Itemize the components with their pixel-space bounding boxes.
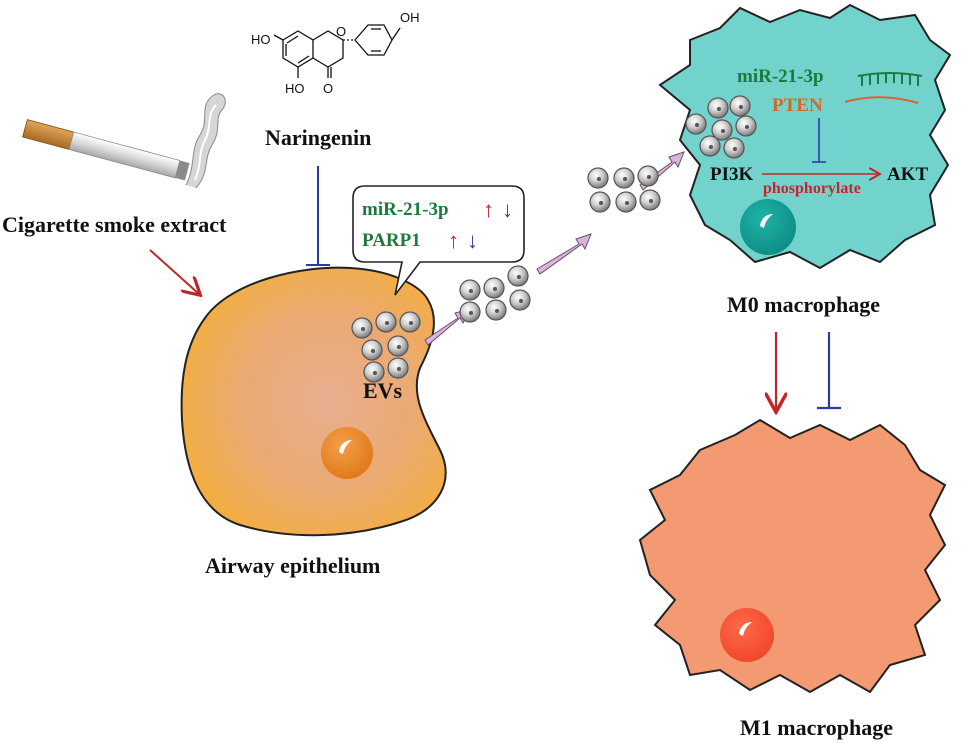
ev-vesicle-core: [647, 175, 651, 179]
ev-vesicle-core: [469, 311, 473, 315]
callout-mir-up-arrow: ↑: [483, 197, 494, 222]
m0-mir-label: miR-21-3p: [737, 66, 824, 87]
naringenin-structure: [273, 24, 401, 78]
label-airway-epithelium: Airway epithelium: [205, 553, 380, 578]
ev-vesicle-core: [745, 125, 749, 129]
chem-keto-o: O: [323, 81, 333, 96]
m1-nucleus-highlight: [739, 622, 752, 636]
ev-vesicle-core: [385, 321, 389, 325]
ev-vesicle-core: [469, 289, 473, 293]
m1-macrophage-cell: [638, 418, 947, 694]
airway-nucleus-highlight: [339, 440, 352, 454]
ev-vesicle-core: [721, 129, 725, 133]
callout-parp: PARP1: [362, 230, 421, 251]
ev-vesicle-core: [599, 201, 603, 205]
ev-vesicle-core: [625, 201, 629, 205]
airway-nucleus: [321, 427, 373, 479]
cigarette-stimulate-arrow: [149, 249, 199, 294]
m0-akt-label: AKT: [887, 164, 929, 185]
airway-epithelium-cell: [180, 266, 447, 537]
chem-ho-bottom: HO: [285, 81, 305, 96]
ev-vesicle-core: [597, 177, 601, 181]
label-evs: EVs: [363, 378, 403, 403]
chem-oh-top: OH: [400, 10, 420, 25]
ev-vesicle-core: [373, 371, 377, 375]
ev-vesicle-core: [519, 299, 523, 303]
transfer-arrow-2: [536, 233, 592, 275]
chem-ring-o: O: [336, 24, 346, 39]
ev-cluster-transit-1: [459, 265, 531, 323]
ev-vesicle-core: [717, 107, 721, 111]
callout-mir-down-arrow: ↓: [502, 197, 513, 222]
m0-pi3k-label: PI3K: [710, 164, 754, 185]
ev-vesicle-core: [733, 147, 737, 151]
m0-pten-label: PTEN: [772, 95, 823, 116]
ev-vesicle-core: [649, 199, 653, 203]
callout-mir: miR-21-3p: [362, 199, 449, 220]
m0-nucleus: [740, 199, 796, 255]
ev-vesicle-core: [493, 287, 497, 291]
m1-nucleus: [720, 608, 774, 662]
label-m1-macrophage: M1 macrophage: [740, 715, 893, 740]
ev-vesicle-core: [371, 349, 375, 353]
mir-comb-icon: [857, 72, 923, 86]
cigarette-icon: [22, 93, 226, 189]
label-cigarette-smoke-extract: Cigarette smoke extract: [2, 212, 227, 237]
ev-cluster-airway: [351, 311, 421, 383]
m0-phosphorylate-label: phosphorylate: [763, 180, 861, 197]
m0-nucleus-highlight: [760, 214, 773, 228]
ev-vesicle-core: [361, 327, 365, 331]
ev-cluster-m0: [685, 95, 757, 159]
callout-parp-down-arrow: ↓: [467, 228, 478, 253]
naringenin-inhibit-line: [306, 166, 330, 266]
pten-mrna-curve: [844, 96, 919, 104]
callout-bubble: [352, 185, 525, 296]
ev-vesicle-core: [709, 145, 713, 149]
ev-vesicle-core: [397, 367, 401, 371]
ev-cluster-transit-2: [587, 165, 661, 213]
ev-vesicle-core: [517, 275, 521, 279]
m0-to-m1-inhibit-line: [817, 332, 841, 410]
ev-vesicle-core: [739, 105, 743, 109]
chem-ho-top: HO: [251, 32, 271, 47]
pten-inhibit-line: [812, 118, 826, 163]
label-m0-macrophage: M0 macrophage: [727, 292, 880, 317]
ev-vesicle-core: [695, 123, 699, 127]
ev-vesicle-core: [495, 309, 499, 313]
ev-vesicle-core: [397, 345, 401, 349]
m0-macrophage-cell: [658, 3, 952, 270]
ev-vesicle-core: [623, 177, 627, 181]
label-naringenin: Naringenin: [265, 125, 371, 150]
ev-vesicle-core: [409, 321, 413, 325]
callout-parp-up-arrow: ↑: [448, 228, 459, 253]
